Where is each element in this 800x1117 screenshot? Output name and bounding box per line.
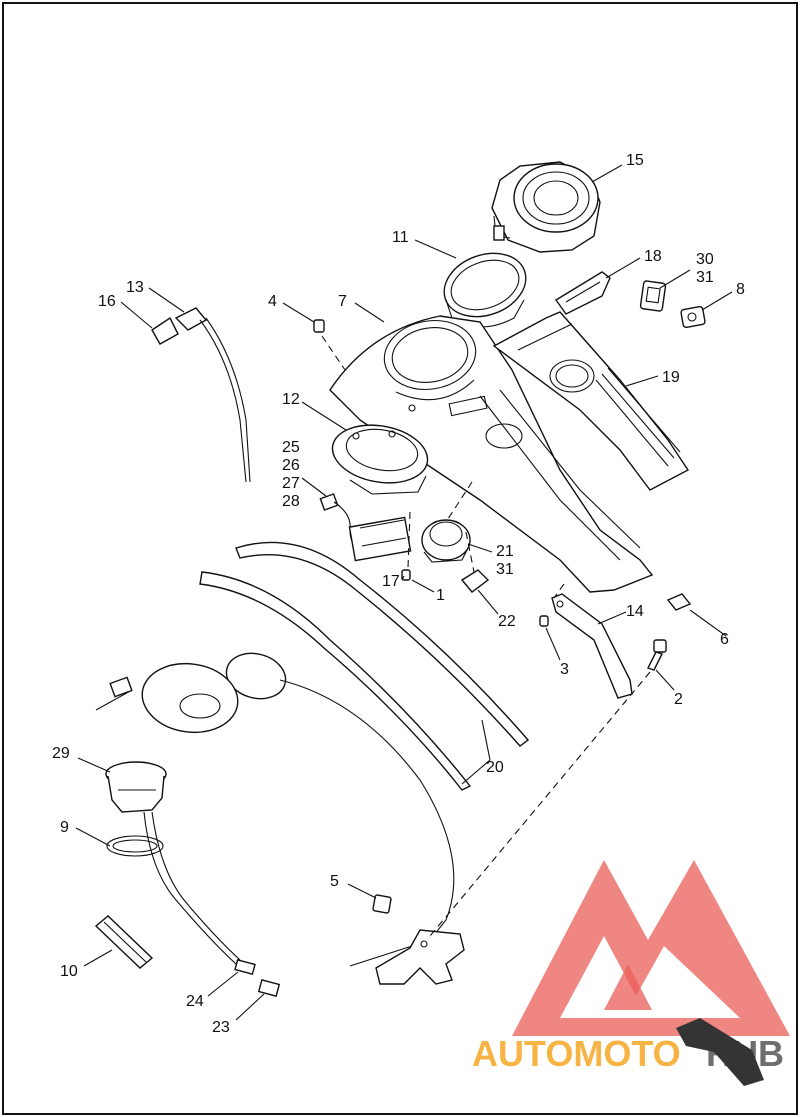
callout-17: 17 <box>382 573 400 590</box>
callout-3: 3 <box>560 661 569 678</box>
callout-2: 2 <box>674 691 683 708</box>
callout-24: 24 <box>186 993 204 1010</box>
part-speedometer <box>491 161 601 253</box>
callout-6: 6 <box>720 631 729 648</box>
watermark-triangle-inner <box>560 936 740 1018</box>
part-clip-22 <box>460 569 490 593</box>
part-clip-8 <box>680 306 706 328</box>
part-bracket-14 <box>551 593 633 699</box>
watermark-logo: AUTOMOTO HUB <box>472 860 790 1086</box>
callout-4: 4 <box>268 293 277 310</box>
callout-10: 10 <box>60 963 78 980</box>
callout-15: 15 <box>626 152 644 169</box>
part-leads <box>143 811 241 965</box>
callout-30: 30 <box>696 251 714 268</box>
leader-lines <box>75 164 733 1021</box>
callout-16: 16 <box>98 293 116 310</box>
part-tank-panel <box>492 311 690 491</box>
callout-labels: 15 11 18 30 31 8 13 16 4 7 19 12 25 26 2… <box>52 152 745 1036</box>
callout-31-lower: 31 <box>496 561 514 578</box>
part-trim-strips <box>199 541 530 791</box>
part-mount-bracket <box>375 929 465 985</box>
callout-23: 23 <box>212 1019 230 1036</box>
callout-13: 13 <box>126 279 144 296</box>
callout-29: 29 <box>52 745 70 762</box>
part-trim-strip <box>554 271 611 315</box>
part-terminal-24 <box>234 958 256 976</box>
assembly-lines <box>321 335 651 937</box>
callout-28: 28 <box>282 493 300 510</box>
callout-11: 11 <box>392 229 409 246</box>
watermark-text-automoto: AUTOMOTO <box>472 1033 681 1074</box>
part-oring-9 <box>106 835 164 857</box>
part-gauge-21 <box>421 519 471 563</box>
callout-8: 8 <box>736 281 745 298</box>
callout-25: 25 <box>282 439 300 456</box>
callout-14: 14 <box>626 603 644 620</box>
part-switch <box>639 280 667 312</box>
part-wiring-harness <box>95 652 455 967</box>
part-sensor-13 <box>174 307 251 483</box>
part-screw-17 <box>401 569 411 581</box>
callout-7: 7 <box>338 293 347 310</box>
callout-22: 22 <box>498 613 516 630</box>
watermark-triangle-core <box>604 964 652 1010</box>
part-bolt-2 <box>647 639 667 671</box>
watermark-arrow-icon <box>676 1018 764 1086</box>
callout-1: 1 <box>436 587 445 604</box>
callout-9: 9 <box>60 819 69 836</box>
part-console <box>329 315 654 593</box>
callout-26: 26 <box>282 457 300 474</box>
part-screw-3 <box>539 615 549 627</box>
part-nut-5 <box>372 894 392 914</box>
part-screw-4 <box>313 319 325 333</box>
callout-5: 5 <box>330 873 339 890</box>
part-bracket-ring <box>331 424 429 495</box>
part-indicator-29 <box>105 761 167 813</box>
part-clip-6 <box>666 593 692 611</box>
callout-19: 19 <box>662 369 680 386</box>
callout-18: 18 <box>644 248 662 265</box>
callout-12: 12 <box>282 391 300 408</box>
part-sensor-16 <box>151 316 179 345</box>
part-module <box>348 516 412 562</box>
callout-21: 21 <box>496 543 514 560</box>
callout-20: 20 <box>486 759 504 776</box>
callout-31-upper: 31 <box>696 269 714 286</box>
part-sleeve-10 <box>94 915 154 969</box>
callout-27: 27 <box>282 475 300 492</box>
part-terminal-23 <box>257 979 281 997</box>
